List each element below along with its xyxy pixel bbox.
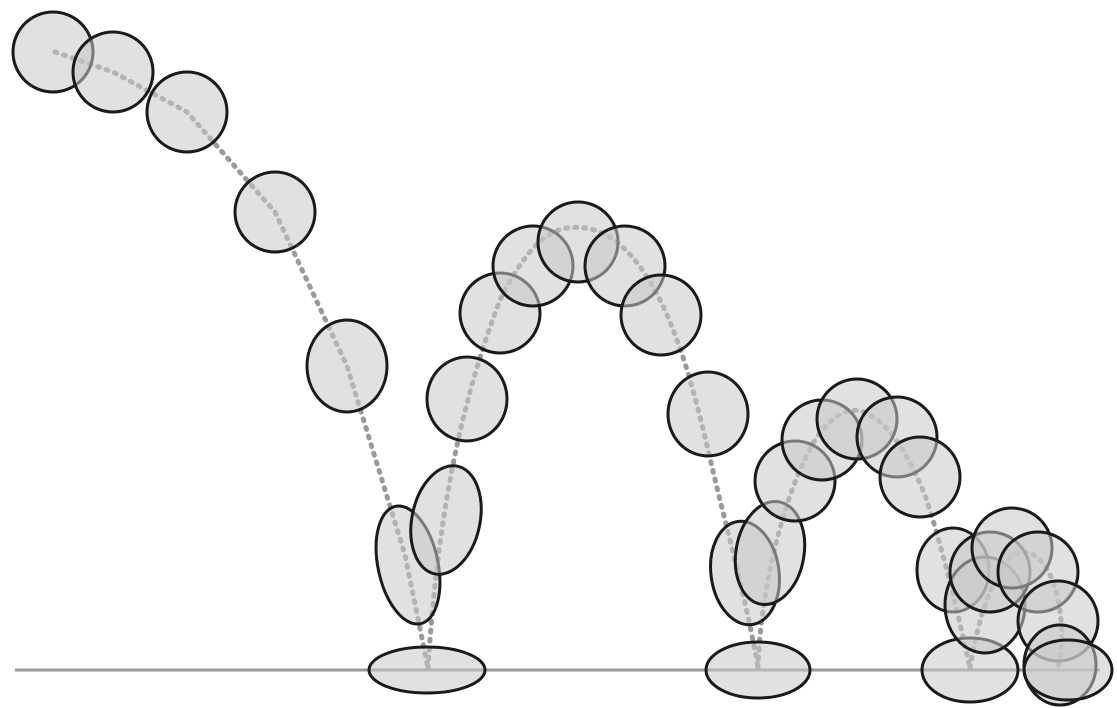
ball-sequence — [13, 12, 1112, 705]
ball-frame — [235, 172, 315, 252]
ball-frame — [369, 647, 485, 693]
ball-frame — [621, 275, 701, 355]
ball-frame — [880, 437, 960, 517]
ball-frame — [706, 642, 810, 698]
ball-frame — [147, 72, 227, 152]
ball-frame — [307, 320, 387, 412]
ball-frame — [668, 372, 748, 456]
ball-frame — [73, 32, 153, 112]
ball-frame — [1024, 640, 1112, 700]
ball-frame — [427, 357, 507, 441]
